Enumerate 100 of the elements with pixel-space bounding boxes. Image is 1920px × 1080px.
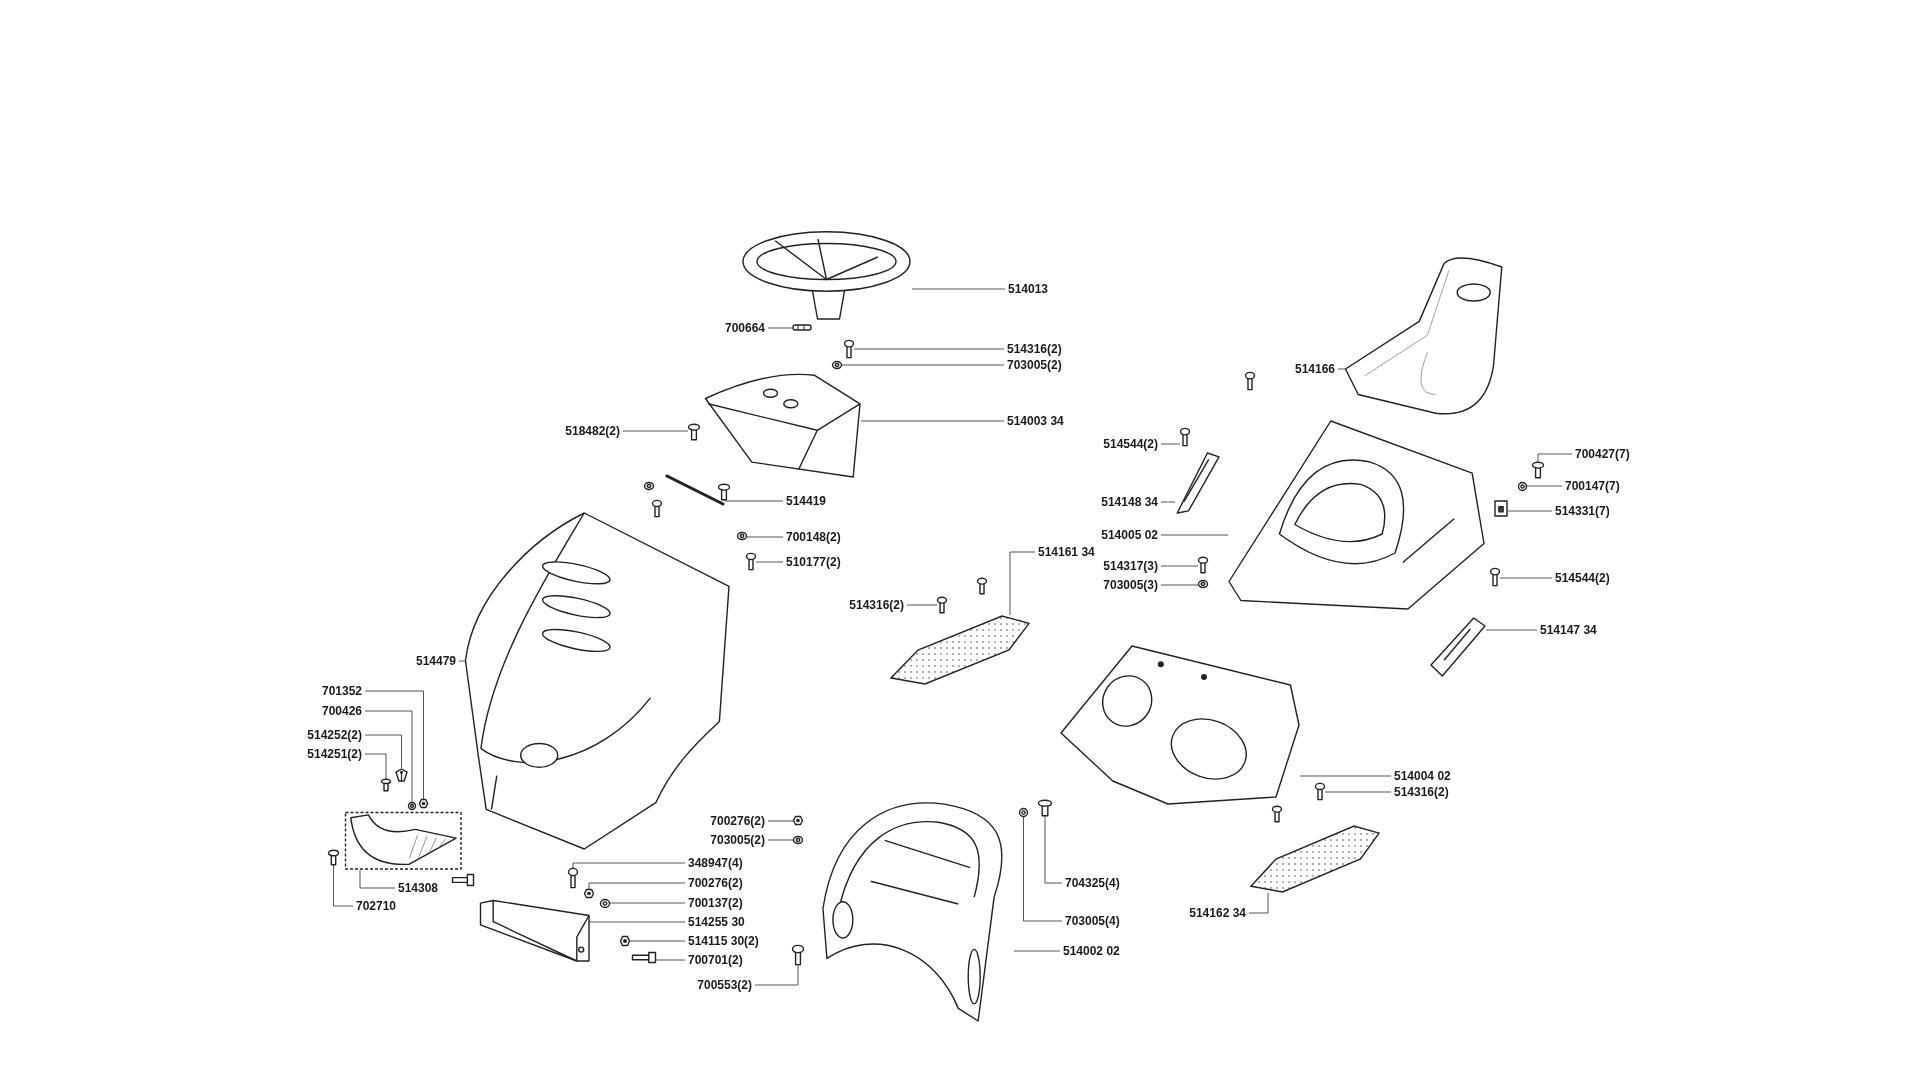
part-number: 700664 [724, 320, 765, 336]
part-number: 514013 [1008, 281, 1049, 297]
leader-line [1023, 816, 1063, 922]
washer-drawing [600, 899, 610, 908]
nut-drawing [584, 889, 594, 898]
steering-wheel-drawing [741, 230, 912, 320]
leader-line [1526, 485, 1563, 487]
leader-line [655, 959, 686, 961]
part-number: 514544(2) [1103, 436, 1158, 452]
leader-line [588, 882, 686, 890]
part-number: 700553(2) [697, 977, 752, 993]
part-number: 514115 30(2) [688, 933, 759, 949]
washer-drawing [1019, 808, 1028, 817]
bolt-drawing [632, 952, 656, 963]
headlight-drawing [345, 812, 462, 870]
bulb-drawing [395, 768, 408, 782]
part-number: 514316(2) [849, 597, 904, 613]
washer-drawing [408, 802, 416, 810]
floor-panel-drawing [1060, 645, 1300, 805]
part-number: 704325(4) [1065, 875, 1120, 891]
part-number: 514544(2) [1555, 570, 1610, 586]
leader-line [906, 604, 938, 606]
leader-line [1013, 950, 1061, 952]
part-number: 510177(2) [786, 554, 841, 570]
leader-line [589, 921, 686, 923]
leader-line [1160, 501, 1176, 503]
dashboard-panel-drawing [705, 372, 861, 478]
part-number: 700147(7) [1565, 478, 1620, 494]
part-number: 703005(4) [1065, 913, 1120, 929]
leader-line [1299, 775, 1392, 777]
leader-line [458, 660, 466, 662]
leader-line [1248, 892, 1269, 914]
leader-line [609, 902, 686, 904]
leader-line [746, 536, 784, 538]
washer-drawing [737, 532, 747, 540]
leader-line [364, 734, 402, 769]
part-number: 514147 34 [1540, 622, 1597, 638]
leader-line [1485, 629, 1538, 631]
part-number: 703005(2) [1007, 357, 1062, 373]
screw-drawing [688, 424, 700, 440]
leader-line [767, 820, 794, 822]
leader-line [1337, 368, 1346, 370]
screw-drawing [1532, 462, 1544, 478]
footrest-drawing [890, 615, 1030, 685]
part-number: 514166 [1294, 361, 1335, 377]
leader-line [622, 430, 689, 432]
leader-line [333, 864, 354, 907]
part-number: 514316(2) [1007, 341, 1062, 357]
part-number: 700426 [321, 703, 362, 719]
leader-line [364, 710, 413, 803]
part-number: 514148 34 [1101, 494, 1158, 510]
leader-line [767, 327, 793, 329]
leader-line [1160, 565, 1199, 567]
nut-drawing [419, 799, 428, 808]
part-number: 514479 [415, 653, 456, 669]
part-number: 514316(2) [1394, 784, 1449, 800]
part-number: 514004 02 [1394, 768, 1451, 784]
part-number: 700137(2) [688, 895, 743, 911]
bumper-bracket-drawing [480, 900, 590, 962]
leader-line [364, 690, 424, 800]
screw-drawing [792, 945, 804, 965]
leader-line [1507, 510, 1553, 512]
leader-line [364, 753, 387, 780]
leader-line [853, 348, 1005, 350]
part-number: 348947(4) [688, 855, 743, 871]
part-number: 703005(2) [710, 832, 765, 848]
part-number: 700427(7) [1575, 446, 1630, 462]
rod-drawing [665, 474, 725, 506]
screw-drawing [1038, 800, 1052, 816]
leader-line [1160, 534, 1229, 536]
leader-line [1324, 791, 1392, 793]
leader-line [1537, 453, 1573, 463]
leader-line [1160, 443, 1181, 445]
part-number: 514317(3) [1103, 558, 1158, 574]
part-number: 702710 [356, 898, 397, 914]
leader-line [911, 288, 1006, 290]
screw-drawing [568, 868, 578, 888]
part-number: 514003 34 [1007, 413, 1064, 429]
part-number: 514252(2) [307, 727, 362, 743]
leader-line [1009, 551, 1036, 616]
seat-base-drawing [1228, 420, 1485, 610]
nut-drawing [620, 936, 630, 946]
screw-drawing [1180, 428, 1190, 446]
screw-drawing [937, 597, 947, 613]
part-number: 701352 [321, 683, 362, 699]
part-number: 514002 02 [1063, 943, 1120, 959]
part-number: 514255 30 [688, 914, 745, 930]
part-number: 518482(2) [565, 423, 620, 439]
screw-drawing [381, 779, 391, 791]
footrest-drawing [1250, 825, 1380, 893]
part-number: 514162 34 [1189, 905, 1246, 921]
washer-drawing [1518, 482, 1527, 491]
leader-line [1160, 584, 1199, 586]
handle-drawing [1430, 617, 1486, 677]
screw-drawing [328, 850, 339, 865]
leader-line [629, 940, 686, 942]
part-number: 514308 [398, 880, 439, 896]
leader-line [841, 364, 1005, 366]
screw-drawing [1198, 557, 1208, 573]
leader-line [724, 500, 784, 502]
